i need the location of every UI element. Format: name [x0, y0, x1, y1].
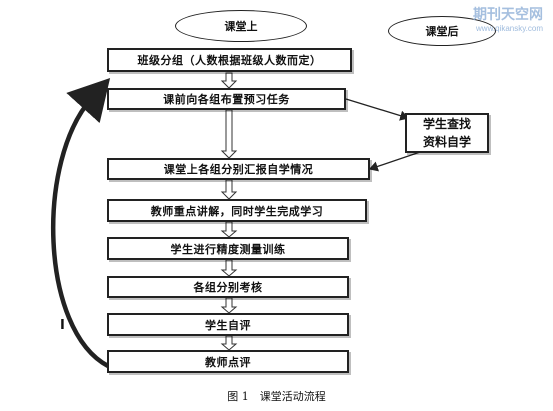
in-class-label: 课堂上 [224, 20, 258, 33]
after-class-label: 课堂后 [425, 25, 459, 38]
in-class-ellipse: 课堂上 [175, 10, 307, 42]
watermark-url: www.qikansky.com [476, 24, 543, 33]
step-preview-task-label: 课前向各组布置预习任务 [163, 93, 290, 106]
step-group-assessment-label: 各组分别考核 [193, 281, 263, 294]
block-arrow-1 [220, 72, 238, 89]
step-group-report: 课堂上各组分别汇报自学情况 [107, 158, 370, 180]
step-precision-training-label: 学生进行精度测量训练 [170, 242, 286, 256]
step-group-report-label: 课堂上各组分别汇报自学情况 [163, 163, 314, 176]
watermark: 期刊天空网 www.qikansky.com [473, 4, 543, 33]
feedback-loop-arc [50, 77, 111, 368]
arrow-to-self-study [345, 98, 410, 121]
self-study-box: 学生查找 资料自学 [405, 113, 489, 153]
step-teacher-explain: 教师重点讲解，同时学生完成学习 [107, 199, 367, 222]
step-self-evaluation-label: 学生自评 [205, 318, 251, 332]
block-arrow-6 [220, 297, 238, 314]
block-arrow-5 [220, 259, 238, 277]
watermark-title: 期刊天空网 [473, 6, 543, 22]
block-arrow-2 [220, 109, 238, 159]
block-arrow-4 [220, 221, 238, 238]
step-teacher-comment-label: 教师点评 [205, 355, 251, 369]
self-study-line-1: 学生查找 [422, 117, 471, 131]
after-class-ellipse: 课堂后 [388, 16, 496, 46]
loop-mark: I [60, 318, 65, 333]
block-arrow-3 [220, 179, 238, 200]
step-preview-task: 课前向各组布置预习任务 [107, 88, 346, 110]
step-group-assessment: 各组分别考核 [107, 276, 349, 298]
block-arrow-7 [220, 335, 238, 351]
step-grouping: 班级分组（人数根据班级人数而定） [107, 48, 352, 72]
arrow-from-self-study [368, 149, 427, 172]
step-precision-training: 学生进行精度测量训练 [107, 237, 349, 260]
step-grouping-label: 班级分组（人数根据班级人数而定） [137, 54, 322, 67]
step-arrows [220, 72, 238, 351]
figure-caption: 图 1 课堂活动流程 [227, 390, 326, 403]
step-teacher-comment: 教师点评 [107, 350, 349, 373]
self-study-line-2: 资料自学 [422, 135, 471, 149]
step-self-evaluation: 学生自评 [107, 313, 349, 336]
step-teacher-explain-label: 教师重点讲解，同时学生完成学习 [150, 204, 324, 218]
